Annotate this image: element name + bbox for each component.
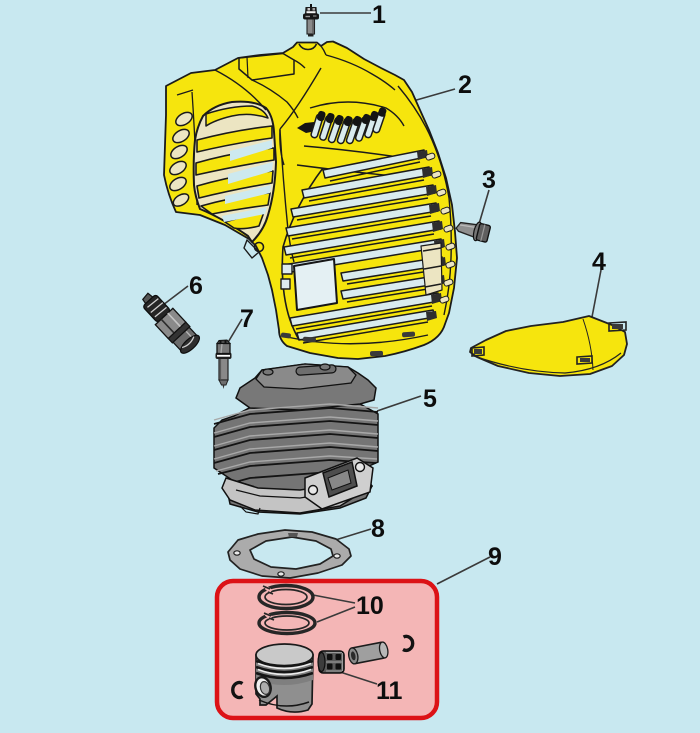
svg-text:10: 10 [356, 592, 384, 620]
svg-text:1: 1 [372, 1, 386, 29]
svg-text:8: 8 [371, 515, 385, 543]
svg-text:11: 11 [376, 677, 403, 705]
svg-text:6: 6 [189, 272, 203, 300]
svg-text:3: 3 [482, 166, 496, 194]
svg-text:2: 2 [458, 71, 472, 99]
svg-text:7: 7 [240, 305, 254, 333]
svg-text:4: 4 [592, 248, 606, 276]
svg-text:9: 9 [488, 543, 502, 571]
svg-text:5: 5 [423, 385, 437, 413]
